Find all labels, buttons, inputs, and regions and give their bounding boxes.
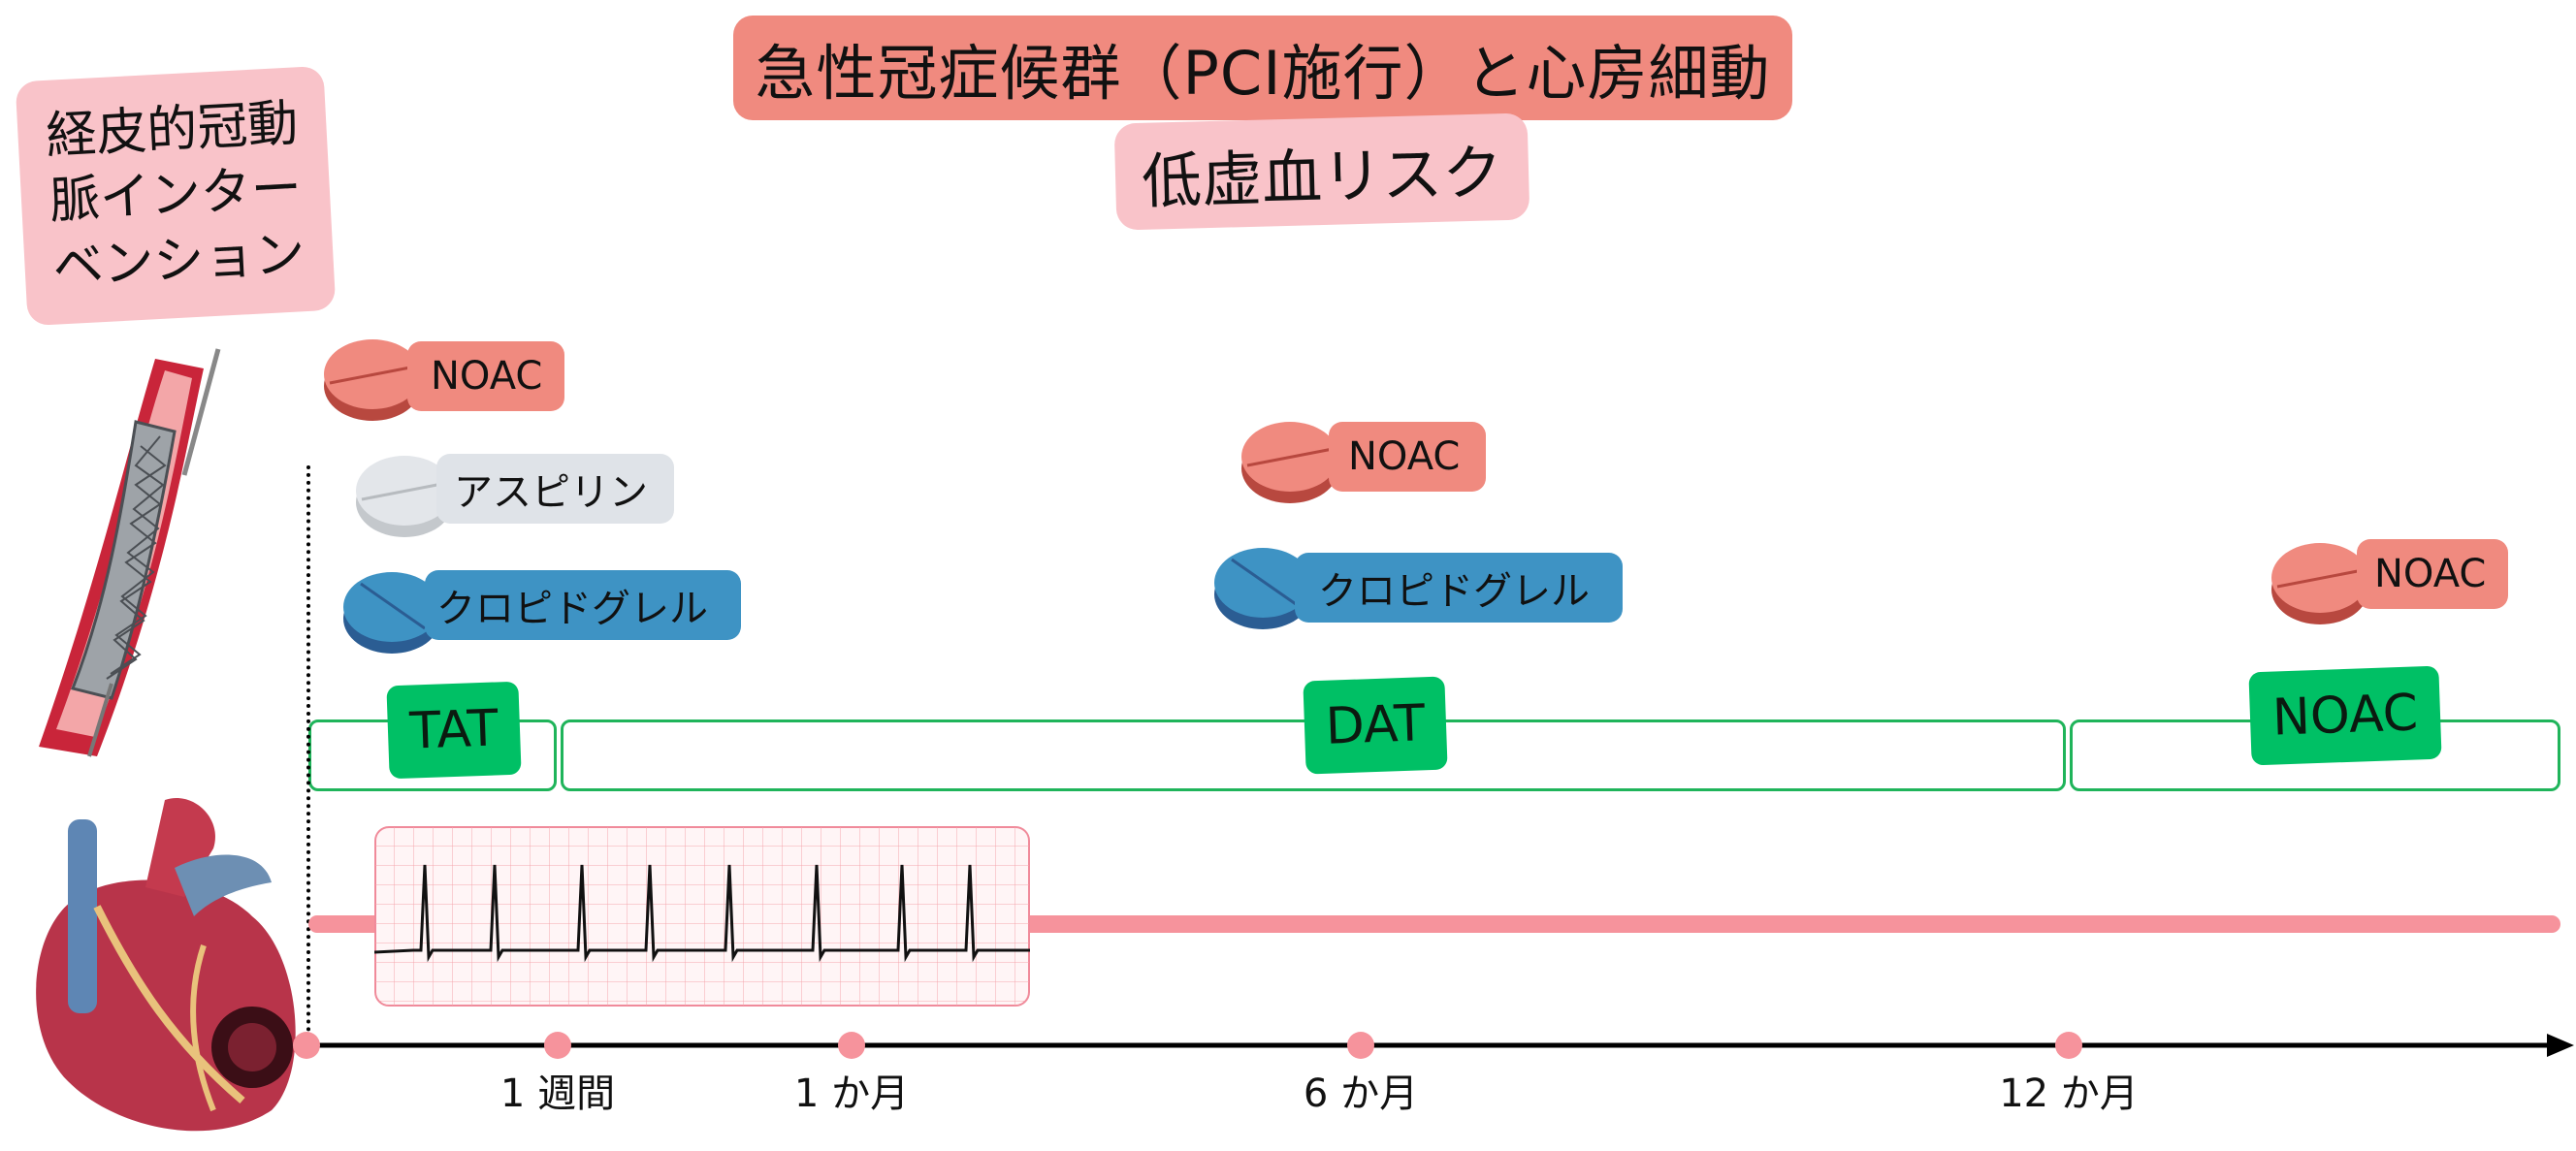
pci-label-line-3: ベンション (51, 224, 306, 297)
noac-pill-label-dat: NOAC (1329, 422, 1486, 492)
noac-pill-text-late: NOAC (2374, 552, 2487, 596)
aspirin-pill-icon (356, 456, 453, 537)
tick-label-12months: 12 か月 (1999, 1071, 2139, 1116)
timeline-axis (293, 1032, 2574, 1059)
clopidogrel-pill-text: クロピドグレル (436, 587, 708, 631)
clopidogrel-pill-icon-dat (1214, 548, 1311, 629)
ecg-strip (374, 826, 1030, 1007)
clopidogrel-pill-label: クロピドグレル (425, 570, 741, 640)
clopidogrel-pill-label-dat: クロピドグレル (1295, 553, 1623, 623)
clopidogrel-pill-text-dat: クロピドグレル (1318, 569, 1590, 614)
noac-pill-label-late: NOAC (2357, 539, 2508, 609)
dat-label: DAT (1303, 676, 1448, 775)
start-dashed-line (306, 465, 310, 1047)
tick-label-1month: 1 か月 (793, 1071, 910, 1116)
noac-pill-icon (324, 339, 421, 421)
heart-icon (36, 798, 296, 1132)
pci-label: 経皮的冠動 脈インター ベンション (15, 65, 337, 327)
noac-pill-text-dat: NOAC (1348, 434, 1461, 479)
stent-icon (39, 348, 221, 757)
tat-label: TAT (386, 681, 522, 780)
noac-pill-label: NOAC (407, 341, 564, 411)
noac-pill-icon-dat (1241, 422, 1338, 503)
noac-pill-icon-late (2271, 543, 2368, 624)
risk-subtitle: 低虚血リスク (1113, 112, 1530, 231)
noac-pill-text: NOAC (431, 354, 543, 399)
tick-label-6months: 6 か月 (1303, 1071, 1419, 1116)
tick-label-1week: 1 週間 (499, 1071, 616, 1116)
clopidogrel-pill-icon (343, 572, 440, 654)
noac-regimen-label: NOAC (2248, 665, 2442, 766)
diagram-title: 急性冠症候群（PCI施行）と心房細動 (733, 16, 1792, 120)
aspirin-pill-label: アスピリン (436, 454, 674, 524)
aspirin-pill-text: アスピリン (454, 470, 648, 515)
